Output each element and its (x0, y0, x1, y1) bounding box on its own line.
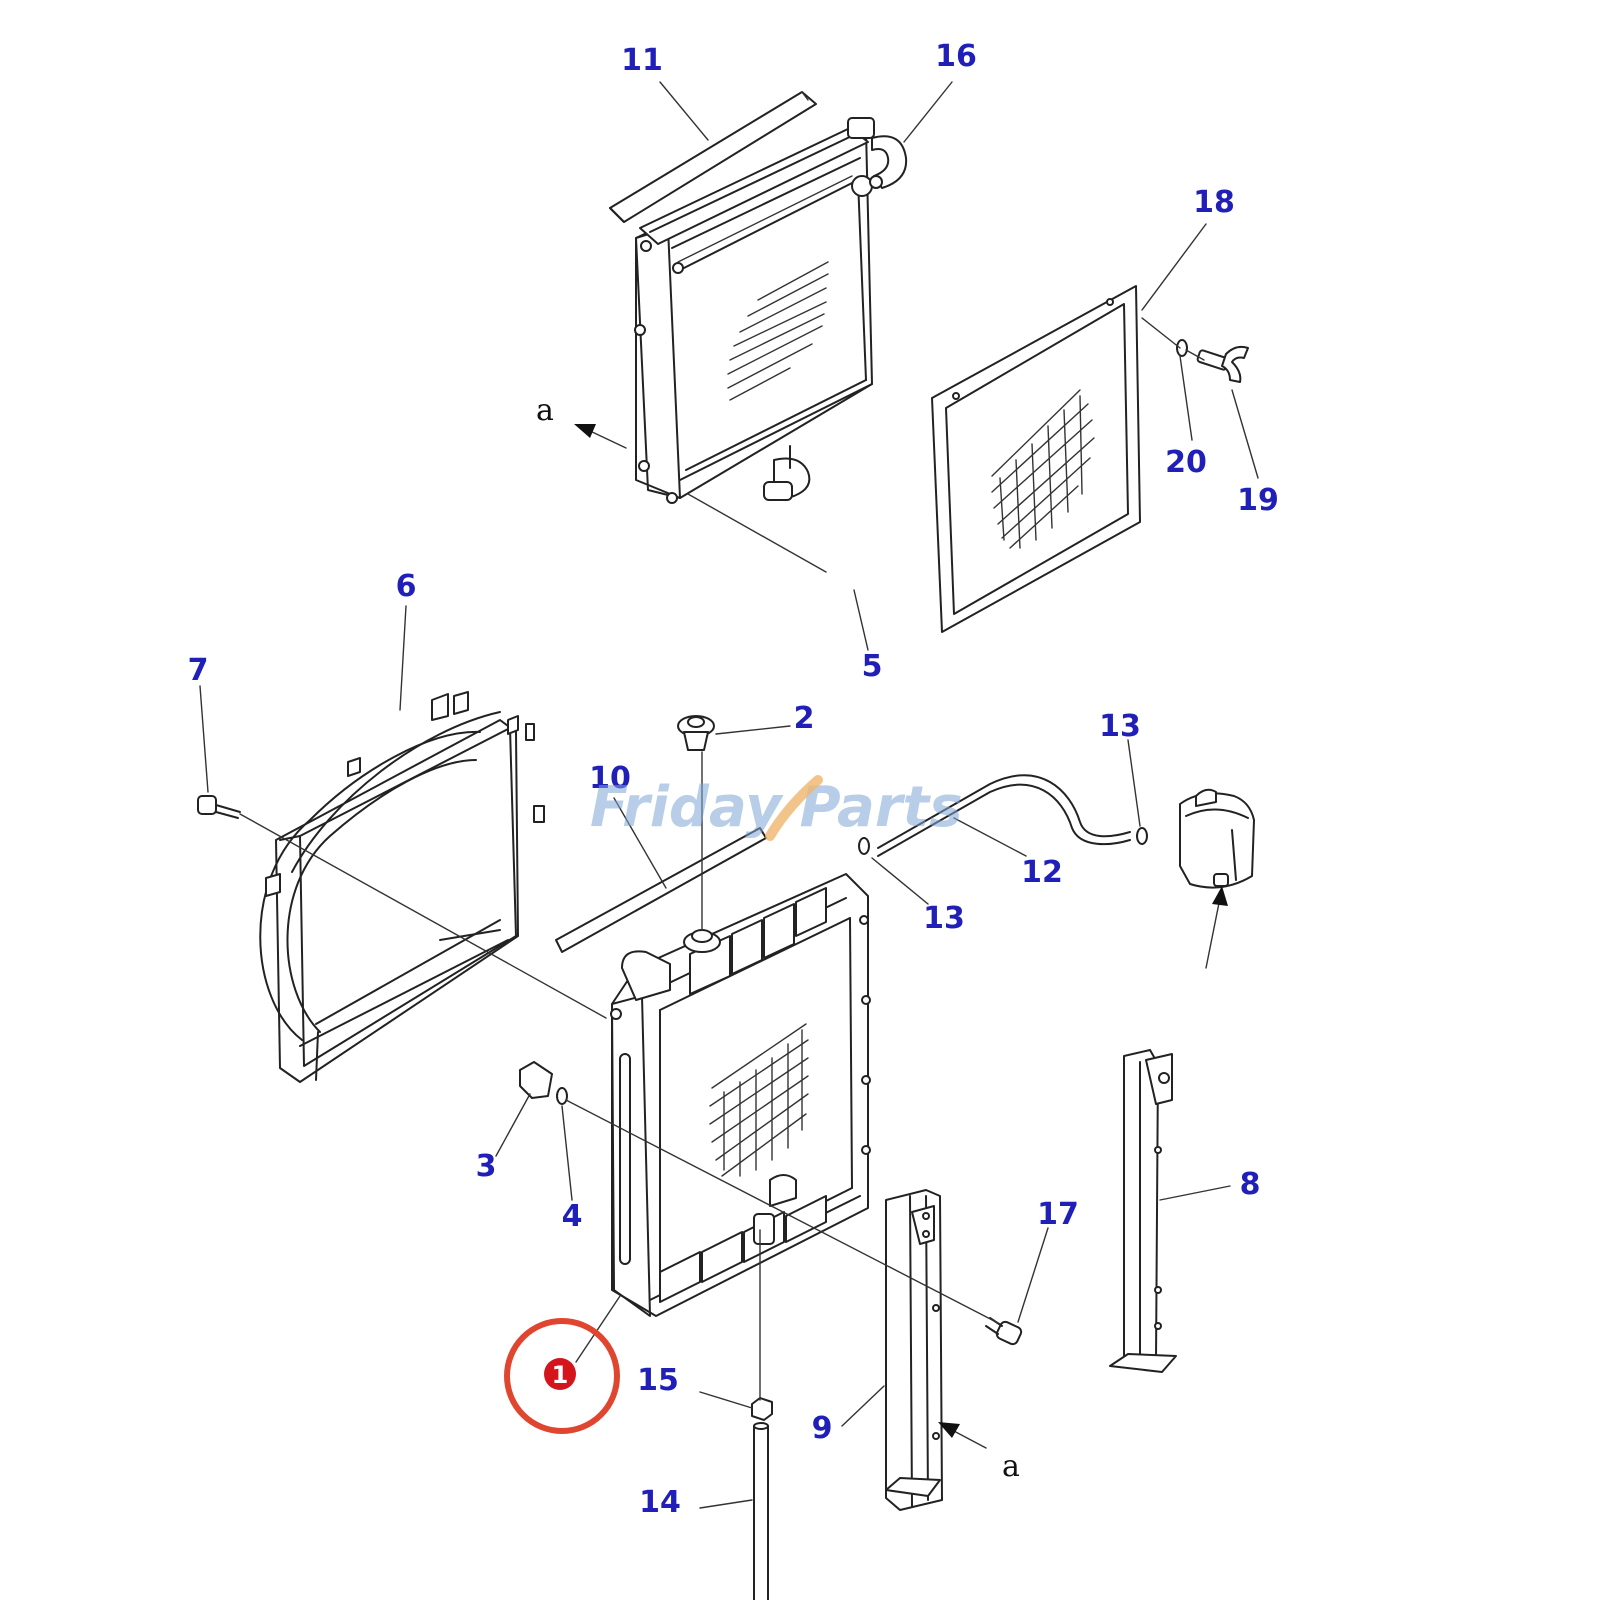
arrow-label-a-top: a (536, 393, 554, 428)
watermark-text-parts: Parts (800, 775, 963, 840)
part-17-bolt (985, 1317, 1023, 1346)
part-19-wing-bolt (1196, 345, 1249, 383)
part-6-fan-shroud (259, 691, 545, 1083)
callout-label-20: 20 (1165, 445, 1207, 480)
callout-label-13a: 13 (1099, 709, 1141, 744)
callout-label-8: 8 (1240, 1167, 1261, 1202)
callout-label-16: 16 (935, 39, 977, 74)
part-15-nut (751, 1397, 773, 1421)
callout-label-18: 18 (1193, 185, 1235, 220)
callout-label-4: 4 (562, 1199, 583, 1234)
part-14-drain-pipe (753, 1422, 769, 1600)
callout-label-2: 2 (794, 701, 815, 736)
part-12-hose (877, 774, 1131, 857)
watermark-slash-mark (765, 775, 823, 841)
part-11-seal-bar (609, 91, 817, 223)
callout-label-12: 12 (1021, 855, 1063, 890)
arrow-a-top (574, 424, 627, 449)
callout-label-19: 19 (1237, 483, 1279, 518)
part-18-screen (931, 285, 1141, 633)
arrow-tank (1212, 886, 1228, 906)
part-1-radiator (610, 873, 871, 1317)
highlight-ring (504, 1318, 620, 1434)
part-7-bolt (197, 795, 241, 819)
callout-label-11: 11 (621, 43, 663, 78)
highlight-label: 1 (552, 1361, 569, 1389)
arrow-a-bottom (938, 1422, 987, 1449)
callout-label-9: 9 (812, 1411, 833, 1446)
callout-label-15: 15 (637, 1363, 679, 1398)
callout-label-17: 17 (1037, 1197, 1079, 1232)
part-9-stay (885, 1189, 943, 1511)
part-2-radiator-cap (677, 715, 715, 751)
highlight-marker: 1 (504, 1318, 620, 1434)
part-13-clamp (858, 827, 1148, 855)
callout-labels: 11 16 18 20 19 5 6 7 2 10 13 12 13 3 4 8 17 15 9 14 (188, 39, 1279, 1520)
part-4-o-ring (556, 1087, 568, 1105)
callout-label-5: 5 (862, 649, 883, 684)
callout-label-6: 6 (396, 569, 417, 604)
part-16-hose-fitting (847, 117, 908, 197)
highlight-dot (544, 1358, 576, 1390)
callout-label-14: 14 (639, 1485, 681, 1520)
callout-label-13b: 13 (923, 901, 965, 936)
callout-label-10: 10 (589, 761, 631, 796)
watermark-text-friday: Friday (590, 775, 784, 840)
leader-lines (199, 81, 1259, 1509)
callout-label-7: 7 (188, 653, 209, 688)
part-3-plug (519, 1061, 553, 1099)
part-8-stay (1109, 1049, 1177, 1373)
oil-cooler (609, 91, 908, 504)
reserve-tank (1179, 788, 1255, 889)
part-20-washer (1176, 339, 1188, 357)
callout-label-3: 3 (476, 1149, 497, 1184)
arrow-label-a-bottom: a (1002, 1449, 1020, 1484)
